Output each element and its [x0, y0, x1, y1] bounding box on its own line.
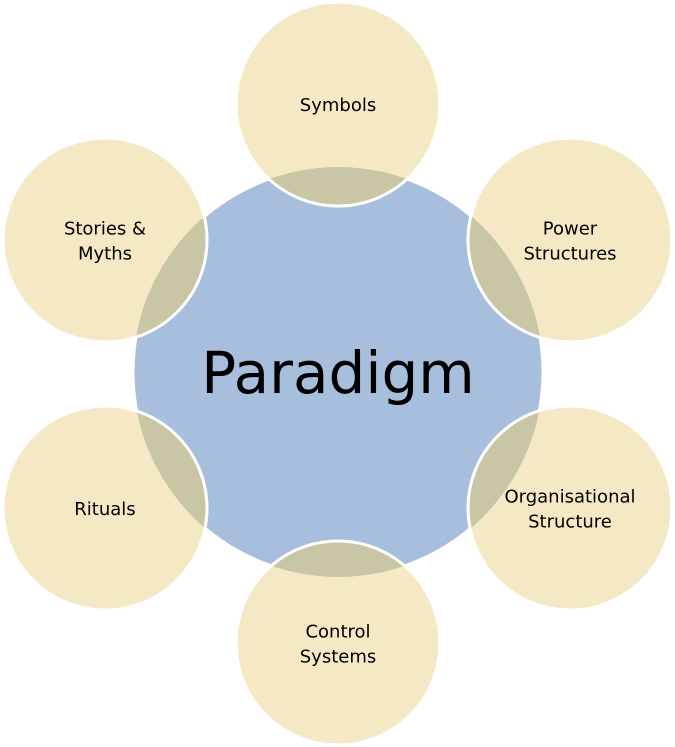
node-circle-control-systems — [236, 541, 440, 745]
node-label-line: Structures — [523, 244, 616, 265]
node-circle-symbols — [236, 2, 440, 206]
node-label-line: Organisational — [504, 487, 635, 508]
node-label-symbols: Symbols — [300, 95, 376, 116]
node-outline-rituals — [1, 404, 209, 612]
node-label-line: Rituals — [74, 499, 135, 520]
node-label-line: Systems — [300, 647, 377, 668]
center-label: Paradigm — [201, 339, 475, 407]
node-label-line: Stories & — [64, 219, 146, 240]
node-label-rituals: Rituals — [74, 499, 135, 520]
node-label-line: Structure — [528, 512, 612, 533]
node-outline-symbols — [234, 0, 442, 208]
node-label-line: Control — [305, 622, 370, 643]
node-outline-organisational-structure — [466, 404, 674, 612]
node-label-line: Symbols — [300, 95, 376, 116]
node-label-line: Power — [543, 219, 598, 240]
node-outline-control-systems — [234, 539, 442, 747]
node-label-line: Myths — [78, 244, 132, 265]
node-outline-stories-myths — [1, 136, 209, 344]
node-outline-power-structures — [466, 136, 674, 344]
node-label-stories-myths: Stories & Myths — [64, 219, 146, 265]
